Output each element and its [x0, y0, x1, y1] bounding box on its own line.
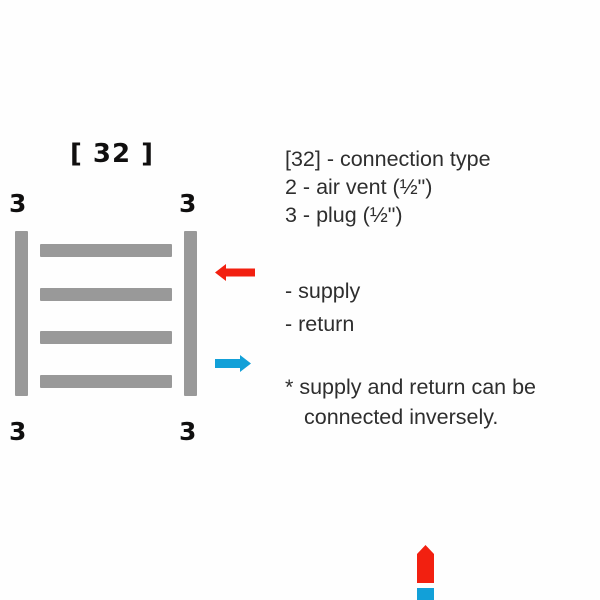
plug-label-bottom-left: 3 [9, 417, 27, 446]
manifold-left [15, 231, 28, 396]
supply-arrow-icon [417, 545, 434, 583]
legend-line-air-vent: 2 - air vent (½") [285, 175, 433, 199]
radiator-tube [40, 288, 172, 301]
legend-line-plug: 3 - plug (½") [285, 203, 403, 227]
plug-label-bottom-right: 3 [179, 417, 197, 446]
note-line-2: connected inversely. [304, 405, 499, 429]
note-line-1: * supply and return can be [285, 375, 536, 399]
supply-legend-label: - supply [285, 279, 361, 303]
return-flow-arrow-icon [215, 353, 255, 374]
plug-label-top-left: 3 [9, 189, 27, 218]
legend-panel: [32] - connection type 2 - air vent (½")… [282, 0, 600, 600]
legend-line-connection-type: [32] - connection type [285, 147, 491, 171]
radiator-tube [40, 375, 172, 388]
plug-label-top-right: 3 [179, 189, 197, 218]
return-arrow-icon [417, 588, 434, 600]
return-legend-label: - return [285, 312, 355, 336]
connection-type-title: [ 32 ] [70, 139, 155, 169]
radiator-schematic: [ 32 ] 3 3 3 3 [0, 0, 270, 600]
flow-legend: - supply - return [285, 275, 465, 600]
inverse-connection-note: * supply and return can be connected inv… [285, 372, 585, 432]
radiator-tube [40, 244, 172, 257]
manifold-right [184, 231, 197, 396]
supply-flow-arrow-icon [215, 262, 255, 283]
radiator-tube [40, 331, 172, 344]
connection-type-legend: [32] - connection type 2 - air vent (½")… [285, 145, 491, 229]
